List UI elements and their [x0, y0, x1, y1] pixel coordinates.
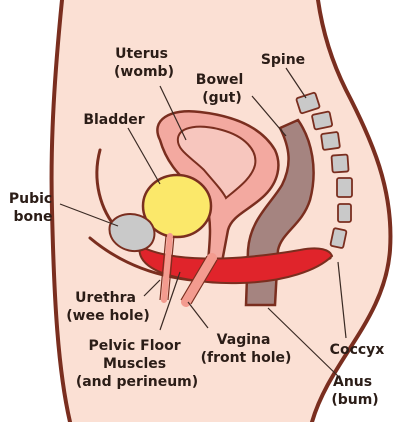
- leader-coccyx: [337, 261, 347, 339]
- label-pubic-bone: Pubic bone: [9, 191, 57, 225]
- label-bowel: Bowel (gut): [196, 72, 248, 106]
- vertebra-1: [295, 91, 321, 115]
- label-anus: Anus (bum): [331, 374, 378, 408]
- label-uterus: Uterus (womb): [114, 46, 174, 80]
- body-outline-front: [49, 0, 72, 422]
- leader-spine: [285, 67, 307, 99]
- spine-vertebrae: [295, 91, 353, 249]
- vertebra-3: [320, 131, 341, 151]
- leader-urethra: [143, 279, 161, 297]
- pelvic-floor-muscles: [138, 244, 334, 285]
- leader-bowel: [251, 95, 287, 137]
- vertebra-4: [330, 153, 350, 174]
- leader-pelvic-floor: [159, 271, 181, 331]
- vagina: [181, 253, 217, 307]
- body-outline-back: [310, 0, 393, 422]
- label-bladder: Bladder: [83, 112, 144, 128]
- vertebra-2: [311, 110, 333, 131]
- leader-uterus: [159, 85, 187, 141]
- label-urethra: Urethra (wee hole): [66, 290, 149, 324]
- uterus-cavity: [176, 125, 257, 200]
- vagina-outline: [180, 255, 218, 305]
- leader-bladder: [127, 127, 161, 185]
- urethra-outline: [159, 235, 175, 301]
- leader-anus: [267, 307, 341, 379]
- pubic-bone: [108, 213, 156, 253]
- urethra: [161, 233, 173, 303]
- label-coccyx: Coccyx: [330, 342, 385, 358]
- vertebra-6: [337, 203, 352, 223]
- vertebra-5: [336, 177, 353, 198]
- vertebra-7: [329, 227, 348, 249]
- label-spine: Spine: [261, 52, 305, 68]
- bladder: [141, 173, 213, 239]
- label-vagina: Vagina (front hole): [201, 332, 292, 366]
- label-pelvic-floor: Pelvic Floor Muscles (and perineum): [76, 338, 198, 390]
- leader-lines: [59, 67, 347, 379]
- leader-pubic-bone: [59, 203, 119, 227]
- leader-vagina: [187, 301, 209, 329]
